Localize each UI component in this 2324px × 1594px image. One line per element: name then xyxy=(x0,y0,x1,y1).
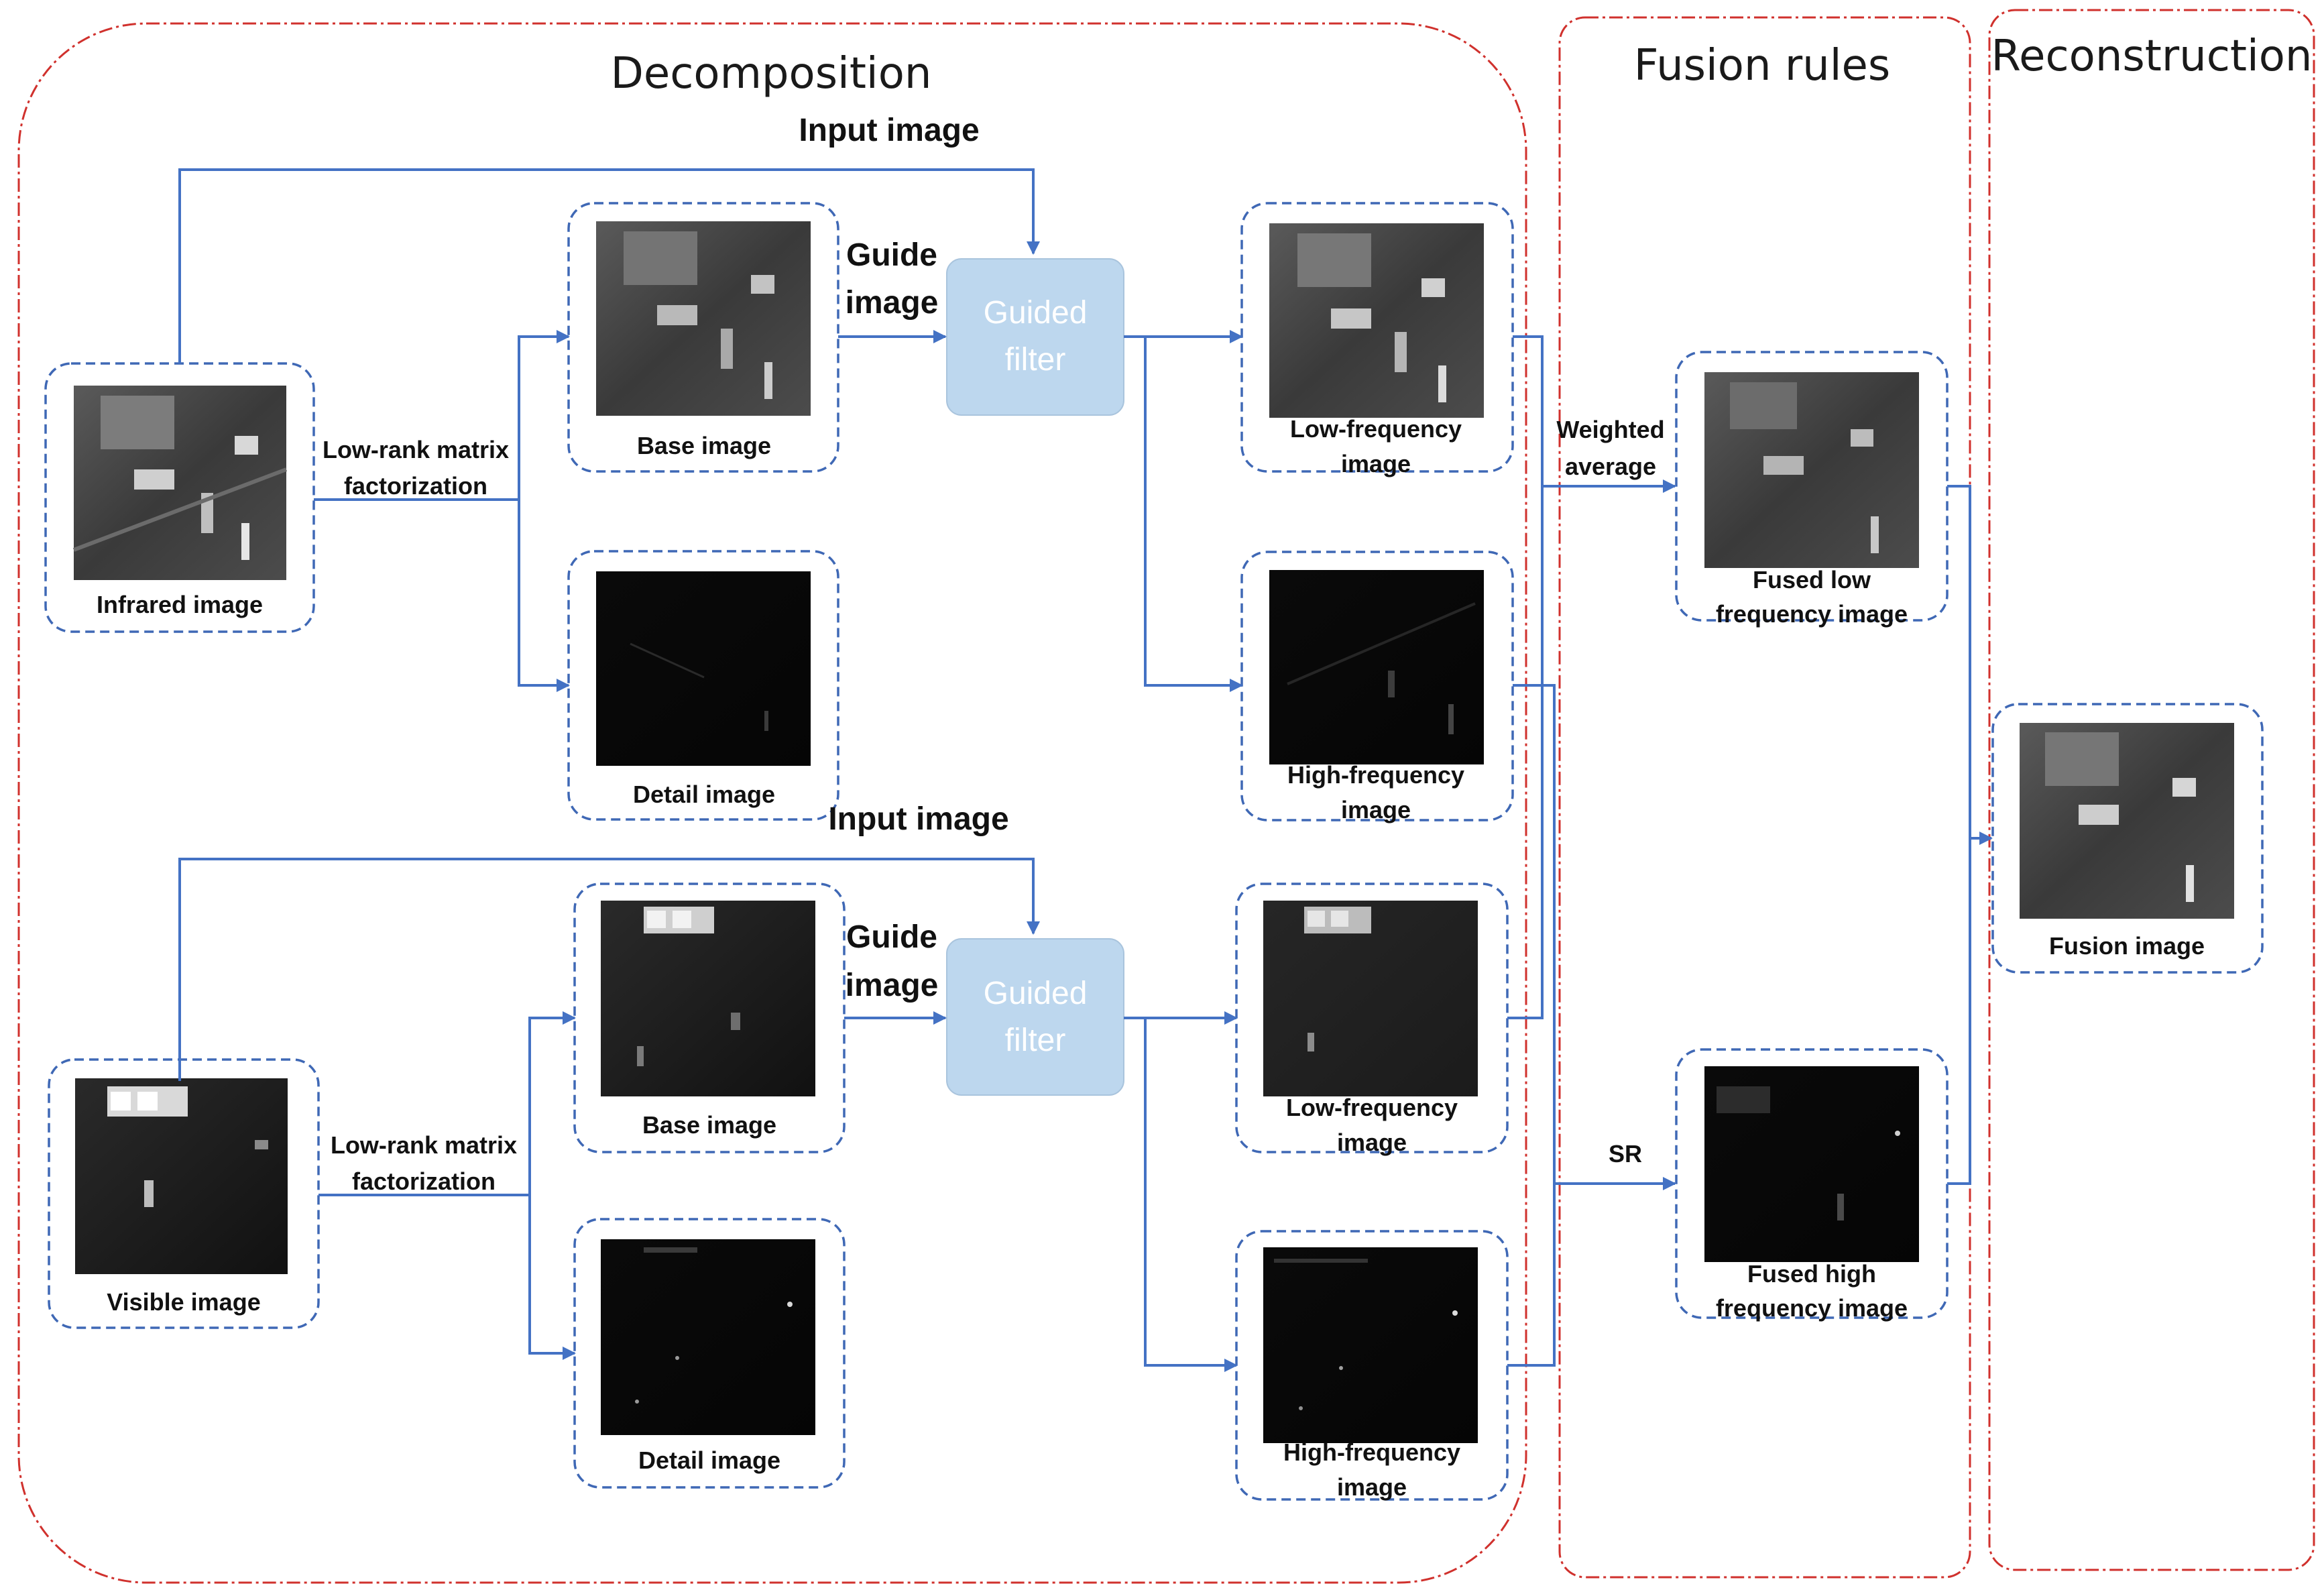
top-factorization-label-line2: factorization xyxy=(344,472,487,500)
top-high-image xyxy=(1269,570,1484,764)
bottom-detail-caption: Detail image xyxy=(638,1446,780,1474)
visible-image xyxy=(75,1078,288,1274)
bottom-filter-line2: filter xyxy=(1005,1023,1066,1058)
bottom-factor-to-detail xyxy=(528,1195,576,1360)
bottom-guided-filter: Guided filter xyxy=(946,938,1124,1096)
weighted-average-label-line2: average xyxy=(1565,453,1656,480)
fused-high-to-output xyxy=(1947,838,1971,1185)
reconstruction-title: Reconstruction xyxy=(1991,32,2313,81)
top-factor-to-detail xyxy=(518,500,570,692)
infrared-caption: Infrared image xyxy=(97,591,263,618)
bottom-input-edge xyxy=(178,858,1040,1081)
infrared-image xyxy=(72,386,288,580)
fusion-rules-panel xyxy=(1558,16,1971,1579)
top-low-caption-line2: image xyxy=(1341,450,1411,477)
top-high-caption-line2: image xyxy=(1341,796,1411,823)
bottom-base-caption: Base image xyxy=(642,1111,776,1139)
decomposition-panel xyxy=(17,22,1527,1584)
bottom-low-image xyxy=(1263,901,1478,1096)
bottom-filter-to-high xyxy=(1144,1018,1238,1372)
bottom-filter-line1: Guided xyxy=(984,976,1088,1011)
bottom-low-caption-line1: Low-frequency xyxy=(1286,1094,1458,1121)
fusion-image xyxy=(2020,723,2234,919)
top-filter-line1: Guided xyxy=(984,295,1088,331)
top-guide-label-line2: image xyxy=(846,285,939,321)
bottom-input-label: Input image xyxy=(828,801,1008,837)
top-high-to-fusion xyxy=(1513,684,1556,1184)
decomposition-title: Decomposition xyxy=(611,49,932,99)
fused-low-caption-line1: Fused low xyxy=(1753,566,1871,593)
top-factor-to-base xyxy=(518,330,570,500)
fused-high-image xyxy=(1704,1066,1919,1262)
top-high-caption-line1: High-frequency xyxy=(1287,761,1464,789)
fused-high-caption-line1: Fused high xyxy=(1747,1260,1876,1288)
top-filter-to-high xyxy=(1144,337,1243,692)
fused-high-caption-line2: frequency image xyxy=(1716,1294,1908,1322)
fused-low-caption-line2: frequency image xyxy=(1716,600,1908,628)
top-factorization-label-line1: Low-rank matrix xyxy=(323,436,509,463)
top-input-edge xyxy=(178,168,1040,363)
top-filter-line2: filter xyxy=(1005,342,1066,378)
top-guided-filter: Guided filter xyxy=(946,258,1124,416)
bottom-high-to-fusion xyxy=(1507,1184,1556,1367)
fusion-rules-title: Fusion rules xyxy=(1634,41,1890,91)
top-base-caption: Base image xyxy=(637,432,771,459)
bottom-high-caption-line1: High-frequency xyxy=(1283,1438,1460,1466)
bottom-low-to-fusion xyxy=(1507,486,1544,1019)
top-base-image xyxy=(596,221,811,416)
bottom-guide-label-line1: Guide xyxy=(846,919,937,955)
fused-low-to-output xyxy=(1947,485,1971,838)
bottom-factorization-label-line1: Low-rank matrix xyxy=(331,1131,517,1159)
visible-caption: Visible image xyxy=(107,1288,260,1316)
reconstruction-panel xyxy=(1988,9,2315,1571)
sr-label: SR xyxy=(1609,1140,1642,1168)
bottom-factorization-label-line2: factorization xyxy=(352,1168,496,1195)
top-low-caption-line1: Low-frequency xyxy=(1290,415,1462,443)
top-guide-label-line1: Guide xyxy=(846,237,937,273)
bottom-detail-image xyxy=(601,1239,815,1435)
bottom-guide-label-line2: image xyxy=(846,968,939,1003)
bottom-high-image xyxy=(1263,1247,1478,1443)
top-detail-image xyxy=(596,571,811,766)
connectors xyxy=(178,168,1993,1372)
weighted-average-label-line1: Weighted xyxy=(1556,416,1664,443)
fused-low-image xyxy=(1704,372,1919,568)
bottom-low-caption-line2: image xyxy=(1337,1129,1407,1156)
top-low-image xyxy=(1269,223,1484,418)
bottom-high-caption-line2: image xyxy=(1337,1473,1407,1501)
top-detail-caption: Detail image xyxy=(633,781,775,808)
top-low-to-fusion xyxy=(1513,335,1544,486)
fusion-image-caption: Fusion image xyxy=(2049,932,2205,960)
bottom-factor-to-base xyxy=(528,1011,576,1195)
bottom-base-image xyxy=(601,901,815,1096)
top-input-label: Input image xyxy=(799,113,979,148)
